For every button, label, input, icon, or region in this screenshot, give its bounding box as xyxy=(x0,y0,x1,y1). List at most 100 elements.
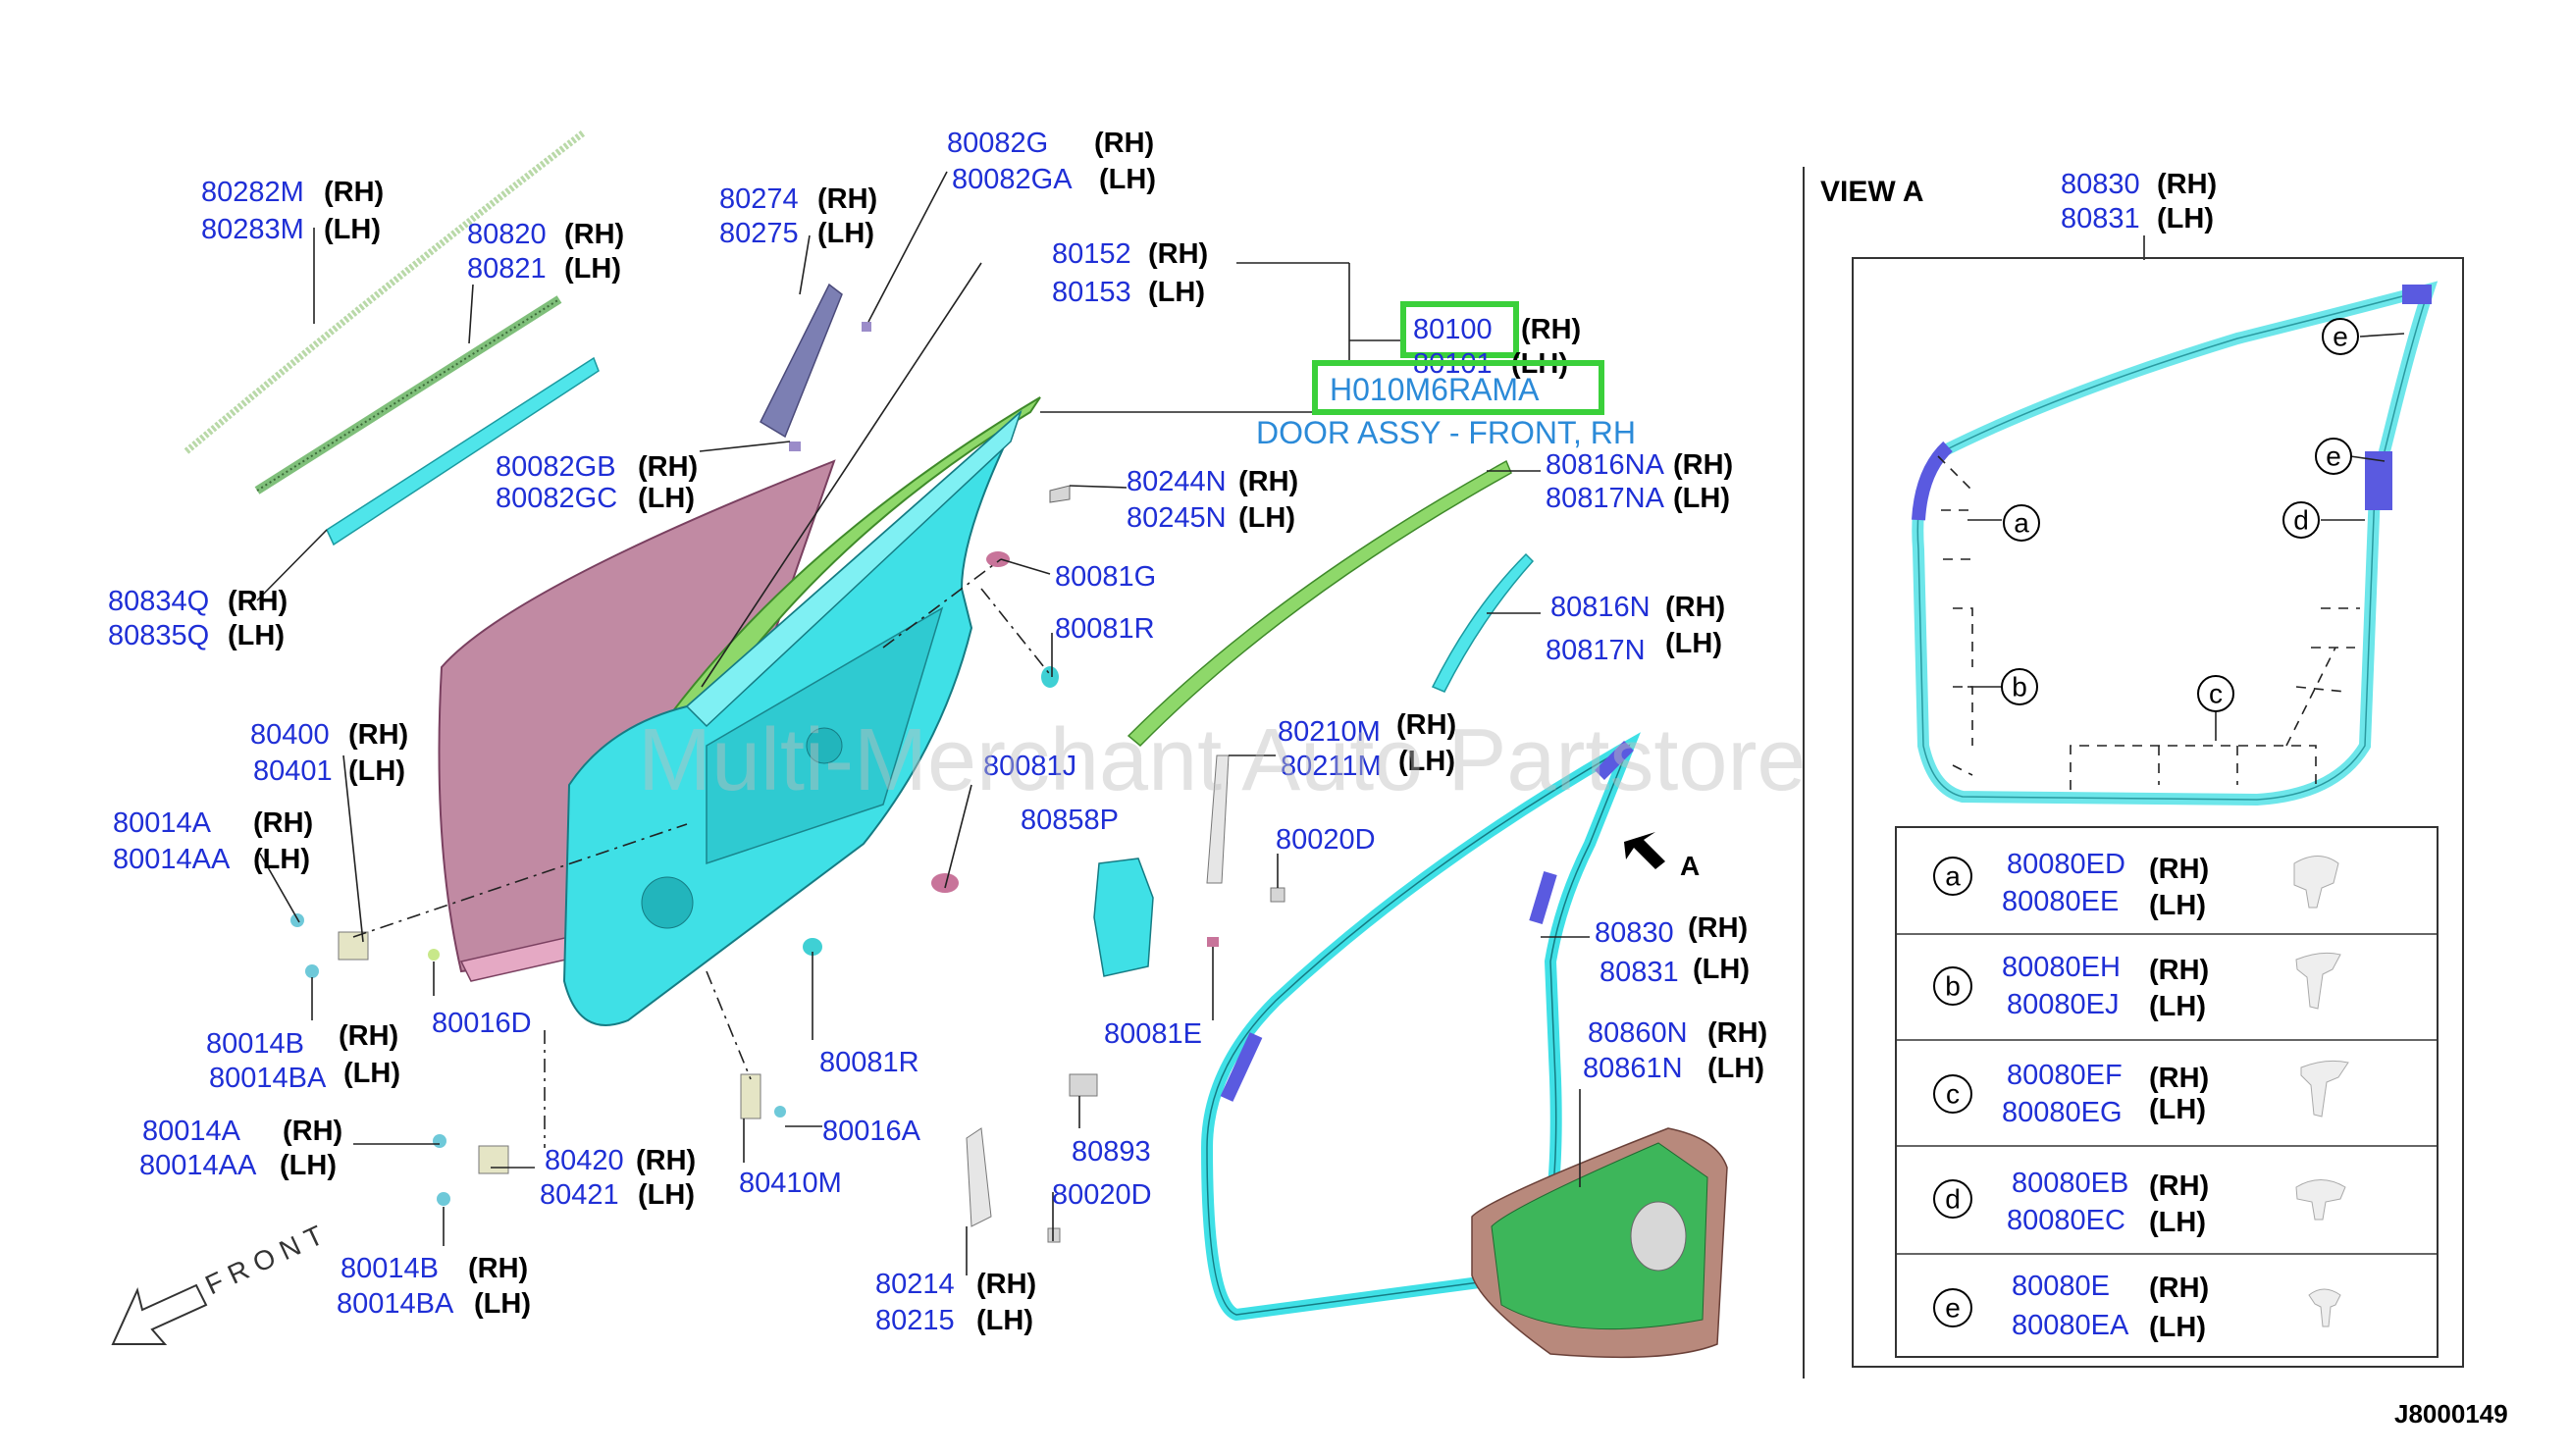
callout-80016a[interactable]: 80016A xyxy=(822,1116,921,1147)
callout-80081g[interactable]: 80081G xyxy=(1055,561,1156,593)
svg-text:(RH): (RH) xyxy=(2149,955,2209,986)
grommet-80081g[interactable] xyxy=(986,551,1010,567)
svg-text:(RH): (RH) xyxy=(564,219,624,250)
callout-80282m[interactable]: 80282M (RH) 80283M (LH) xyxy=(201,177,384,245)
view-a-frame xyxy=(1852,257,2464,1368)
bolt-80014b-lower[interactable] xyxy=(437,1192,450,1206)
callout-80860n[interactable]: 80860N (RH) 80861N (LH) xyxy=(1583,1017,1767,1084)
grommet-80081j[interactable] xyxy=(931,873,959,893)
svg-text:c: c xyxy=(1946,1079,1960,1110)
strip-80214[interactable] xyxy=(966,1127,992,1227)
callout-80082gb[interactable]: 80082GB (RH) 80082GC (LH) xyxy=(496,451,698,514)
bracket-80858p[interactable] xyxy=(1093,858,1154,977)
svg-text:80080EA: 80080EA xyxy=(2012,1310,2129,1341)
clip-b-icon xyxy=(2295,952,2341,1010)
svg-text:80153: 80153 xyxy=(1052,277,1131,308)
clip-80082g[interactable] xyxy=(862,322,871,332)
view-a-clip-marks xyxy=(1937,333,2405,790)
hinge-80420[interactable] xyxy=(478,1145,509,1174)
clip-row-e[interactable]: e 80080E (RH) 80080EA (LH) xyxy=(1933,1271,2341,1343)
clip-80081e[interactable] xyxy=(1207,937,1219,947)
callout-80152[interactable]: 80152 (RH) 80153 (LH) xyxy=(1052,238,1208,308)
callout-80100[interactable]: 80100 (RH) 80101 (LH) xyxy=(1400,301,1581,380)
clip-c-icon xyxy=(2300,1060,2349,1118)
clip-row-a[interactable]: a 80080ED (RH) 80080EE (LH) xyxy=(1933,849,2339,921)
svg-text:80274: 80274 xyxy=(719,183,799,215)
callout-80274[interactable]: 80274 (RH) 80275 (LH) xyxy=(719,183,877,249)
svg-text:e: e xyxy=(2333,322,2348,352)
clip-e-icon xyxy=(2308,1288,2341,1327)
svg-text:80210M: 80210M xyxy=(1278,716,1381,748)
svg-text:DOOR ASSY - FRONT, RH: DOOR ASSY - FRONT, RH xyxy=(1256,415,1636,450)
callout-80014b-lower[interactable]: 80014B (RH) 80014BA (LH) xyxy=(337,1253,531,1320)
svg-text:(RH): (RH) xyxy=(638,451,698,483)
svg-text:(LH): (LH) xyxy=(2149,1094,2206,1125)
callout-80830[interactable]: 80830 (RH) 80831 (LH) xyxy=(1595,912,1750,988)
grommet-80081r-lower[interactable] xyxy=(803,938,822,956)
bolt-80014b-upper[interactable] xyxy=(305,964,319,978)
svg-text:80014AA: 80014AA xyxy=(113,844,231,875)
svg-text:(RH): (RH) xyxy=(228,586,288,617)
callout-80816na[interactable]: 80816NA (RH) 80817NA (LH) xyxy=(1546,449,1733,514)
strip-80816n[interactable] xyxy=(1431,552,1535,693)
screw-80020d-lower[interactable] xyxy=(1047,1227,1061,1243)
callout-80420[interactable]: 80420 (RH) 80421 (LH) xyxy=(540,1145,696,1211)
callout-80214[interactable]: 80214 (RH) 80215 (LH) xyxy=(875,1269,1036,1336)
callout-80244n[interactable]: 80244N (RH) 80245N (LH) xyxy=(1127,466,1298,534)
svg-text:(LH): (LH) xyxy=(564,253,621,285)
svg-text:80282M: 80282M xyxy=(201,177,304,208)
clip-80893[interactable] xyxy=(1069,1073,1098,1097)
callout-80016d[interactable]: 80016D xyxy=(432,1008,532,1039)
callout-80081r-upper[interactable]: 80081R xyxy=(1055,613,1155,645)
callout-80020d-lower[interactable]: 80020D xyxy=(1052,1179,1152,1211)
clip-table xyxy=(1895,826,2439,1358)
callout-80400[interactable]: 80400 (RH) 80401 (LH) xyxy=(250,719,408,787)
checker-80410m[interactable] xyxy=(740,1073,761,1119)
pin-80016d[interactable] xyxy=(428,949,440,961)
watermark: Multi-Merchant Auto Partstore xyxy=(638,711,1806,809)
screw-80020d-upper[interactable] xyxy=(1270,887,1285,903)
callout-80816n[interactable]: 80816N (RH) 80817N (LH) xyxy=(1546,592,1725,666)
bolt-80016a[interactable] xyxy=(774,1106,786,1118)
svg-text:(RH): (RH) xyxy=(1665,592,1725,623)
svg-text:FRONT: FRONT xyxy=(200,1217,335,1301)
svg-text:80401: 80401 xyxy=(253,755,333,787)
svg-text:80861N: 80861N xyxy=(1583,1053,1683,1084)
svg-text:(RH): (RH) xyxy=(324,177,384,208)
strip-80210m[interactable] xyxy=(1206,754,1230,884)
callout-80410m[interactable]: 80410M xyxy=(739,1168,842,1199)
callout-80014a-upper[interactable]: 80014A (RH) 80014AA (LH) xyxy=(113,807,313,875)
highlight-part[interactable]: H010M6RAMA DOOR ASSY - FRONT, RH xyxy=(1256,360,1636,450)
callout-80830-view-a[interactable]: 80830 (RH) 80831 (LH) xyxy=(2061,169,2217,234)
clip-row-d[interactable]: d 80080EB (RH) 80080EC (LH) xyxy=(1933,1168,2346,1238)
svg-text:80082GC: 80082GC xyxy=(496,483,617,514)
svg-text:(LH): (LH) xyxy=(253,844,310,875)
molding-80816na[interactable] xyxy=(1127,459,1512,748)
callout-80081r-lower[interactable]: 80081R xyxy=(819,1047,919,1078)
callout-80082g[interactable]: 80082G (RH) 80082GA (LH) xyxy=(947,128,1156,195)
grommet-80081r-upper[interactable] xyxy=(1041,666,1059,688)
callout-80834q[interactable]: 80834Q (RH) 80835Q (LH) xyxy=(108,586,288,651)
clip-row-b[interactable]: b 80080EH (RH) 80080EJ (LH) xyxy=(1933,952,2341,1022)
callout-80820[interactable]: 80820 (RH) 80821 (LH) xyxy=(467,219,624,285)
molding-80282m[interactable] xyxy=(184,130,587,454)
callout-80893[interactable]: 80893 xyxy=(1072,1136,1151,1168)
clip-row-c[interactable]: c 80080EF (RH) 80080EG (LH) xyxy=(1933,1060,2349,1128)
svg-text:80080EG: 80080EG xyxy=(2002,1097,2123,1128)
pillar-trim-80274[interactable] xyxy=(760,283,843,439)
callout-80081e[interactable]: 80081E xyxy=(1104,1018,1202,1050)
callout-80210m[interactable]: 80210M (RH) 80211M (LH) xyxy=(1278,709,1456,782)
view-a-weatherstrip[interactable] xyxy=(1912,281,2439,806)
svg-text:80834Q: 80834Q xyxy=(108,586,209,617)
clip-80082gb[interactable] xyxy=(789,442,801,451)
bracket-80244n[interactable] xyxy=(1049,485,1071,503)
callout-80858p[interactable]: 80858P xyxy=(1021,805,1119,836)
callout-80014b-upper[interactable]: 80014B (RH) 80014BA (LH) xyxy=(206,1020,400,1094)
svg-text:(RH): (RH) xyxy=(1673,449,1733,481)
svg-text:80014AA: 80014AA xyxy=(139,1150,257,1181)
callout-80081j[interactable]: 80081J xyxy=(983,751,1076,782)
callout-80014a-lower[interactable]: 80014A (RH) 80014AA (LH) xyxy=(139,1116,342,1181)
callout-80020d-upper[interactable]: 80020D xyxy=(1276,824,1376,856)
strip-80834q[interactable] xyxy=(326,356,600,546)
bolt-80014a-lower[interactable] xyxy=(433,1134,446,1148)
